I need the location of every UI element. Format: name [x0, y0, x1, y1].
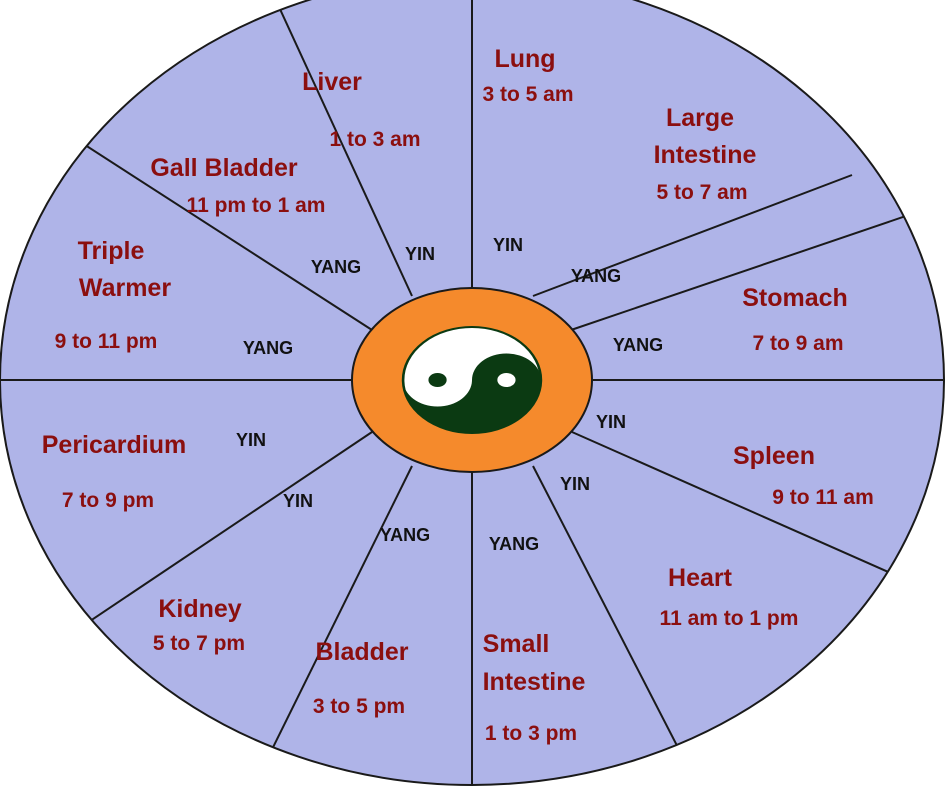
organ-name: Liver [302, 68, 362, 96]
segment-divider [261, 0, 413, 297]
segment-stomach: Stomach 7 to 9 am YANG [613, 284, 848, 355]
time-range: 11 am to 1 pm [660, 607, 799, 630]
organ-name: Gall Bladder [150, 154, 298, 182]
polarity-label: YANG [243, 338, 293, 358]
time-range: 1 to 3 am [329, 128, 420, 151]
time-range: 5 to 7 pm [153, 632, 245, 655]
polarity-label: YANG [489, 534, 539, 554]
segment-divider [532, 465, 706, 785]
polarity-label: YIN [560, 474, 590, 494]
segment-lung: Lung 3 to 5 am YIN [482, 45, 573, 255]
time-range: 9 to 11 am [772, 486, 874, 509]
clock-hub [351, 287, 593, 473]
polarity-label: YANG [311, 257, 361, 277]
organ-name: Small [483, 630, 550, 658]
time-range: 11 pm to 1 am [187, 194, 326, 217]
time-range: 5 to 7 am [656, 181, 747, 204]
time-range: 9 to 11 pm [55, 330, 158, 353]
polarity-label: YANG [380, 525, 430, 545]
organ-name: Heart [668, 564, 733, 592]
segment-divider [246, 465, 413, 785]
time-range: 1 to 3 pm [485, 722, 577, 745]
polarity-label: YANG [571, 266, 621, 286]
organ-name: Intestine [654, 141, 757, 169]
yin-yang-icon [401, 326, 543, 434]
segment-divider [532, 174, 853, 297]
organ-name: Warmer [79, 274, 171, 302]
organ-name: Stomach [742, 284, 848, 312]
polarity-label: YANG [613, 335, 663, 355]
time-range: 7 to 9 am [752, 332, 843, 355]
polarity-label: YIN [236, 430, 266, 450]
polarity-label: YIN [596, 412, 626, 432]
organ-name: Spleen [733, 442, 815, 470]
polarity-label: YIN [405, 244, 435, 264]
segment-pericardium: Pericardium 7 to 9 pm YIN [42, 430, 266, 512]
organ-name: Triple [78, 237, 145, 265]
time-range: 7 to 9 pm [62, 489, 154, 512]
organ-name: Bladder [315, 638, 408, 666]
segment-heart: Heart 11 am to 1 pm YIN [560, 474, 798, 630]
segment-spleen: Spleen 9 to 11 am YIN [596, 412, 874, 509]
segment-kidney: Kidney 5 to 7 pm YIN [153, 491, 313, 655]
organ-name: Lung [494, 45, 555, 73]
segment-gall-bladder: Gall Bladder 11 pm to 1 am YANG [150, 154, 361, 277]
time-range: 3 to 5 pm [313, 695, 405, 718]
time-range: 3 to 5 am [482, 83, 573, 106]
organ-name: Intestine [483, 668, 586, 696]
polarity-label: YIN [283, 491, 313, 511]
segment-divider [570, 201, 944, 331]
polarity-label: YIN [493, 235, 523, 255]
segment-liver: Liver 1 to 3 am YIN [302, 68, 435, 264]
organ-name: Pericardium [42, 431, 187, 459]
organ-name: Large [666, 104, 734, 132]
organ-name: Kidney [158, 595, 241, 623]
segment-divider [571, 431, 944, 599]
segment-bladder: Bladder 3 to 5 pm YANG [313, 525, 430, 718]
